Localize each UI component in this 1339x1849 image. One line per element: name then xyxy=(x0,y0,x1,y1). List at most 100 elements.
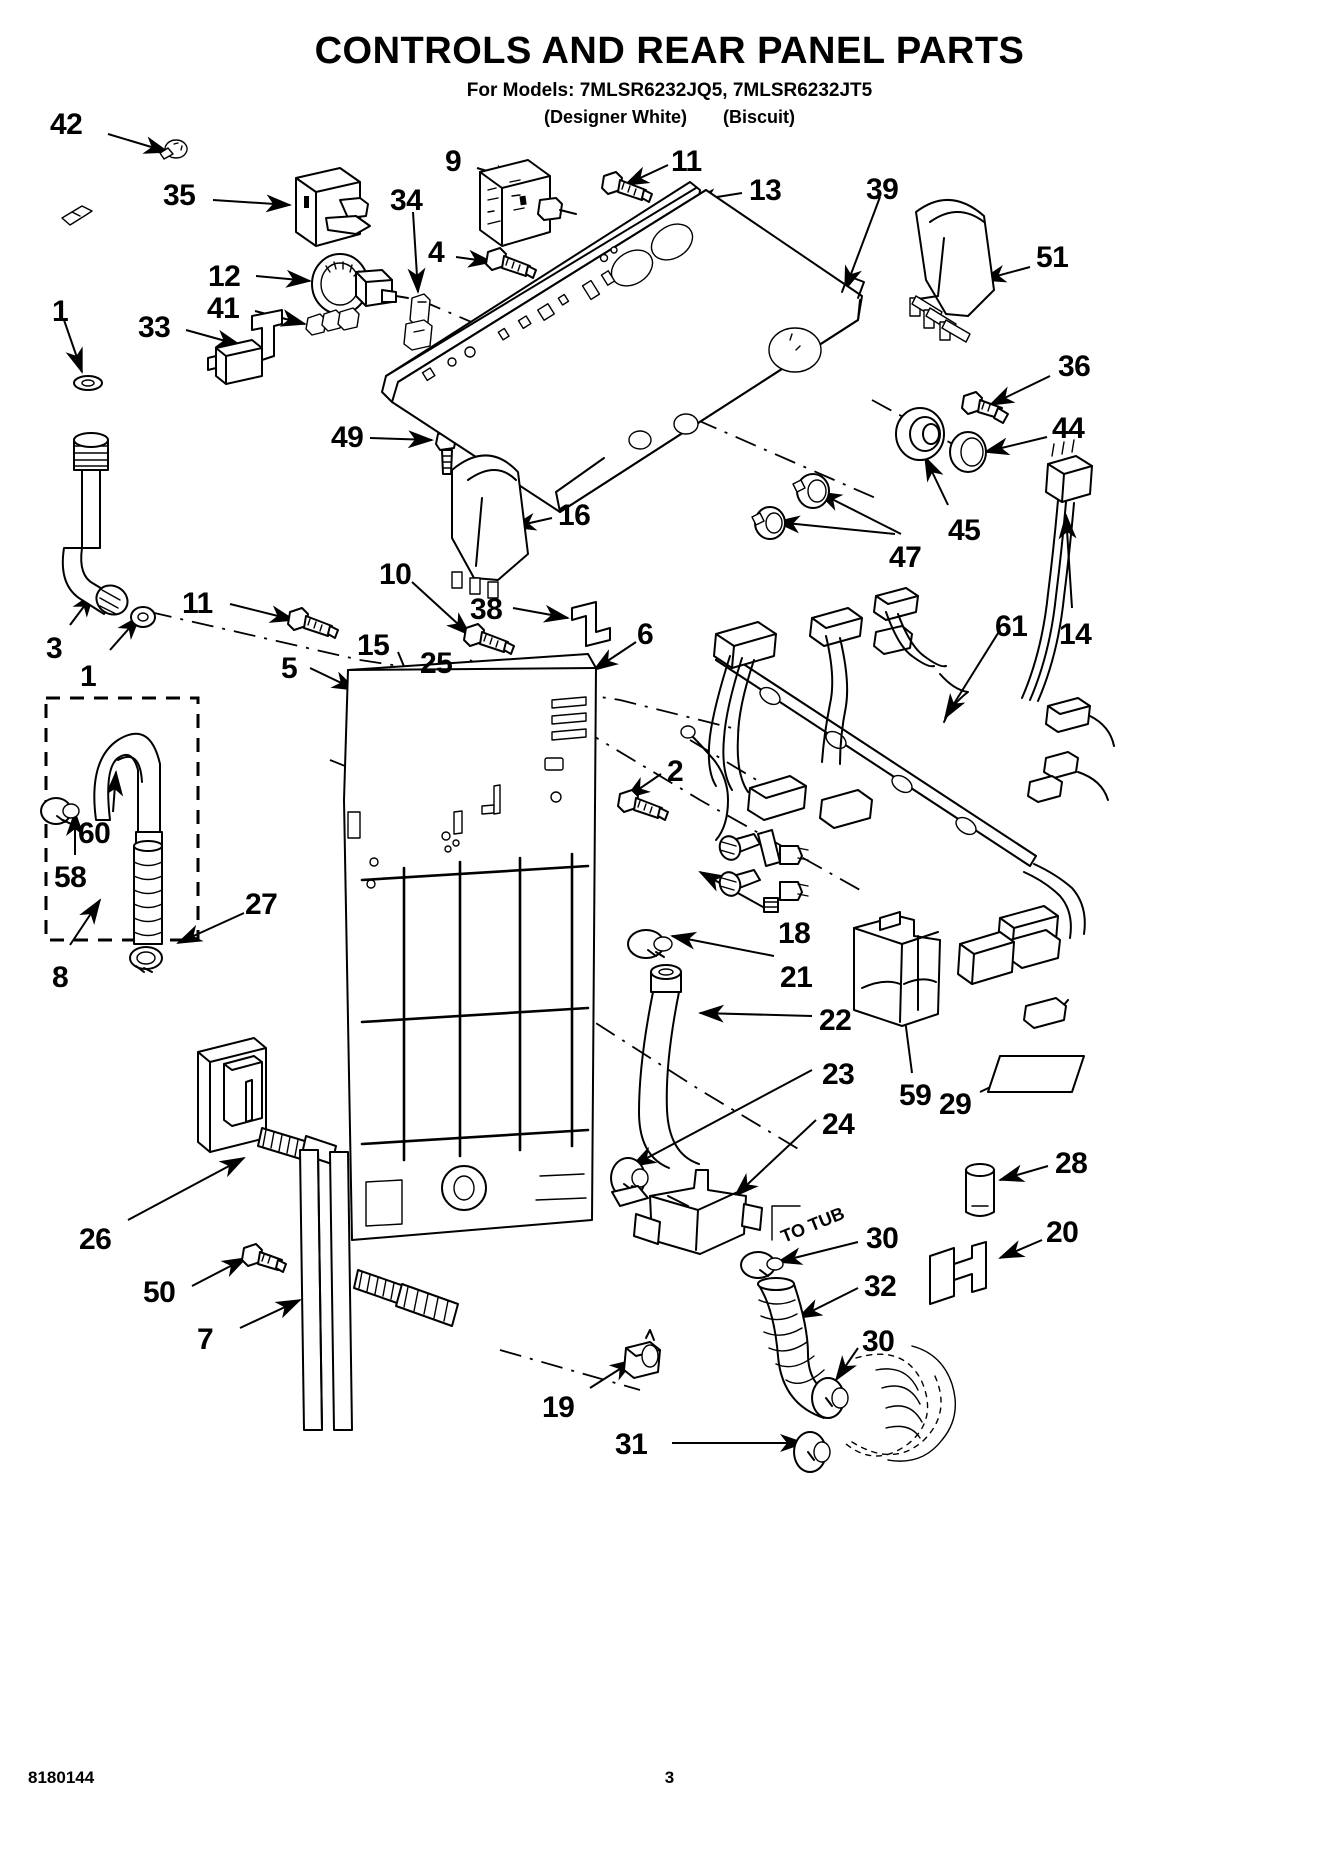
part-28-cap xyxy=(966,1164,994,1216)
callout-number-41: 41 xyxy=(207,292,240,325)
callout-number-26: 26 xyxy=(79,1223,112,1256)
part-3-inlet-hose xyxy=(63,433,133,620)
part-41-terminals xyxy=(306,308,359,335)
part-20-clip xyxy=(930,1242,986,1304)
callout-number-6: 6 xyxy=(637,618,654,651)
part-42-terminal xyxy=(160,140,187,159)
part-38-bracket xyxy=(572,602,610,646)
callout-number-8: 8 xyxy=(52,961,69,994)
part-14-wire-harness xyxy=(1022,440,1092,701)
part-2-screw xyxy=(618,790,668,820)
part-51-end-cap xyxy=(910,200,994,342)
callout-number-1: 1 xyxy=(80,660,97,693)
part-19-clamp xyxy=(624,1330,660,1378)
callout-number-34: 34 xyxy=(390,184,423,217)
page-title: CONTROLS AND REAR PANEL PARTS xyxy=(314,30,1025,72)
part-45-knob xyxy=(896,408,944,460)
part-30-clamp-lower xyxy=(812,1378,848,1418)
callout-number-35: 35 xyxy=(163,179,196,212)
part-21-clamp xyxy=(628,930,672,958)
part-30-clamp-upper xyxy=(741,1206,800,1278)
footer-part-number: 8180144 xyxy=(28,1768,95,1787)
callout-number-28: 28 xyxy=(1055,1147,1088,1180)
part-47-knob-b xyxy=(752,507,785,539)
part-1-washer-lower xyxy=(131,607,155,627)
callout-number-38: 38 xyxy=(470,593,503,626)
part-61-main-harness xyxy=(681,588,1114,1028)
callout-number-61: 61 xyxy=(995,610,1028,643)
part-4-screw xyxy=(486,248,536,278)
part-34-clip xyxy=(404,294,432,350)
callout-number-11: 11 xyxy=(671,145,702,178)
callout-number-14: 14 xyxy=(1059,618,1092,651)
part-13-console-panel xyxy=(382,182,862,512)
color-variants-line: (Designer White) (Biscuit) xyxy=(0,107,1339,128)
callout-number-23: 23 xyxy=(822,1058,855,1091)
callout-number-49: 49 xyxy=(331,421,364,454)
part-26-bracket xyxy=(198,1038,266,1152)
callout-number-39: 39 xyxy=(866,173,899,206)
part-6-rear-panel xyxy=(344,654,596,1240)
callout-number-24: 24 xyxy=(822,1108,855,1141)
part-29-label xyxy=(988,1056,1084,1092)
models-subtitle: For Models: 7MLSR6232JQ5, 7MLSR6232JT5 xyxy=(466,80,873,101)
callout-number-50: 50 xyxy=(143,1276,176,1309)
part-47-knob-a xyxy=(793,474,829,508)
callout-number-32: 32 xyxy=(864,1270,897,1303)
part-39-console-cover xyxy=(842,276,864,298)
callout-number-25: 25 xyxy=(420,647,453,680)
callout-number-45: 45 xyxy=(948,514,981,547)
part-22-hose xyxy=(639,965,699,1168)
callout-number-44: 44 xyxy=(1052,412,1085,445)
part-11-screw-top xyxy=(602,172,652,202)
part-58-clamp xyxy=(41,798,79,824)
callout-number-18: 18 xyxy=(778,917,811,950)
callout-number-30: 30 xyxy=(866,1222,899,1255)
footer-page-number: 3 xyxy=(664,1768,675,1787)
callout-number-29: 29 xyxy=(939,1088,972,1121)
part-44-knob-insert xyxy=(950,432,986,472)
part-10-screw xyxy=(464,624,514,654)
callout-number-30: 30 xyxy=(862,1325,895,1358)
callout-number-33: 33 xyxy=(138,311,171,344)
callout-number-11: 11 xyxy=(182,587,213,620)
callout-number-21: 21 xyxy=(780,961,813,994)
callout-number-36: 36 xyxy=(1058,350,1091,383)
callout-number-59: 59 xyxy=(899,1079,932,1112)
part-16-end-cap xyxy=(452,455,528,598)
part-7-brace-rod xyxy=(258,1128,458,1430)
pump-fitting-outline xyxy=(846,1346,955,1461)
part-35-switch xyxy=(296,168,370,246)
callout-number-10: 10 xyxy=(379,558,412,591)
part-1-washer-top xyxy=(74,376,102,390)
callout-number-12: 12 xyxy=(208,260,241,293)
callout-number-60: 60 xyxy=(78,817,111,850)
part-33-bracket xyxy=(208,310,282,384)
callout-number-7: 7 xyxy=(197,1323,214,1356)
part-12-timer xyxy=(312,254,408,314)
part-9-switch xyxy=(480,160,576,246)
callout-number-2: 2 xyxy=(667,755,684,788)
callout-number-42: 42 xyxy=(50,108,83,141)
callout-number-47: 47 xyxy=(889,541,922,574)
callout-number-15: 15 xyxy=(357,629,390,662)
callout-number-58: 58 xyxy=(54,861,87,894)
part-59-dispenser-funnel xyxy=(854,912,940,1026)
part-50-screw xyxy=(242,1244,286,1272)
callout-number-20: 20 xyxy=(1046,1216,1079,1249)
callout-number-9: 9 xyxy=(445,145,462,178)
callout-number-5: 5 xyxy=(281,652,298,685)
callout-number-1: 1 xyxy=(52,295,69,328)
color-variant-right: (Biscuit) xyxy=(723,107,795,127)
part-60-drain-hose xyxy=(94,734,162,944)
callout-number-51: 51 xyxy=(1036,241,1069,274)
part-spade-terminal xyxy=(62,206,92,225)
part-18-water-valve xyxy=(716,830,808,912)
color-variant-left: (Designer White) xyxy=(543,107,687,127)
part-58-subassembly-box xyxy=(46,698,198,940)
callout-number-31: 31 xyxy=(615,1428,648,1461)
callout-number-3: 3 xyxy=(46,632,63,665)
part-27-clamp xyxy=(130,947,162,972)
callout-number-13: 13 xyxy=(749,174,782,207)
